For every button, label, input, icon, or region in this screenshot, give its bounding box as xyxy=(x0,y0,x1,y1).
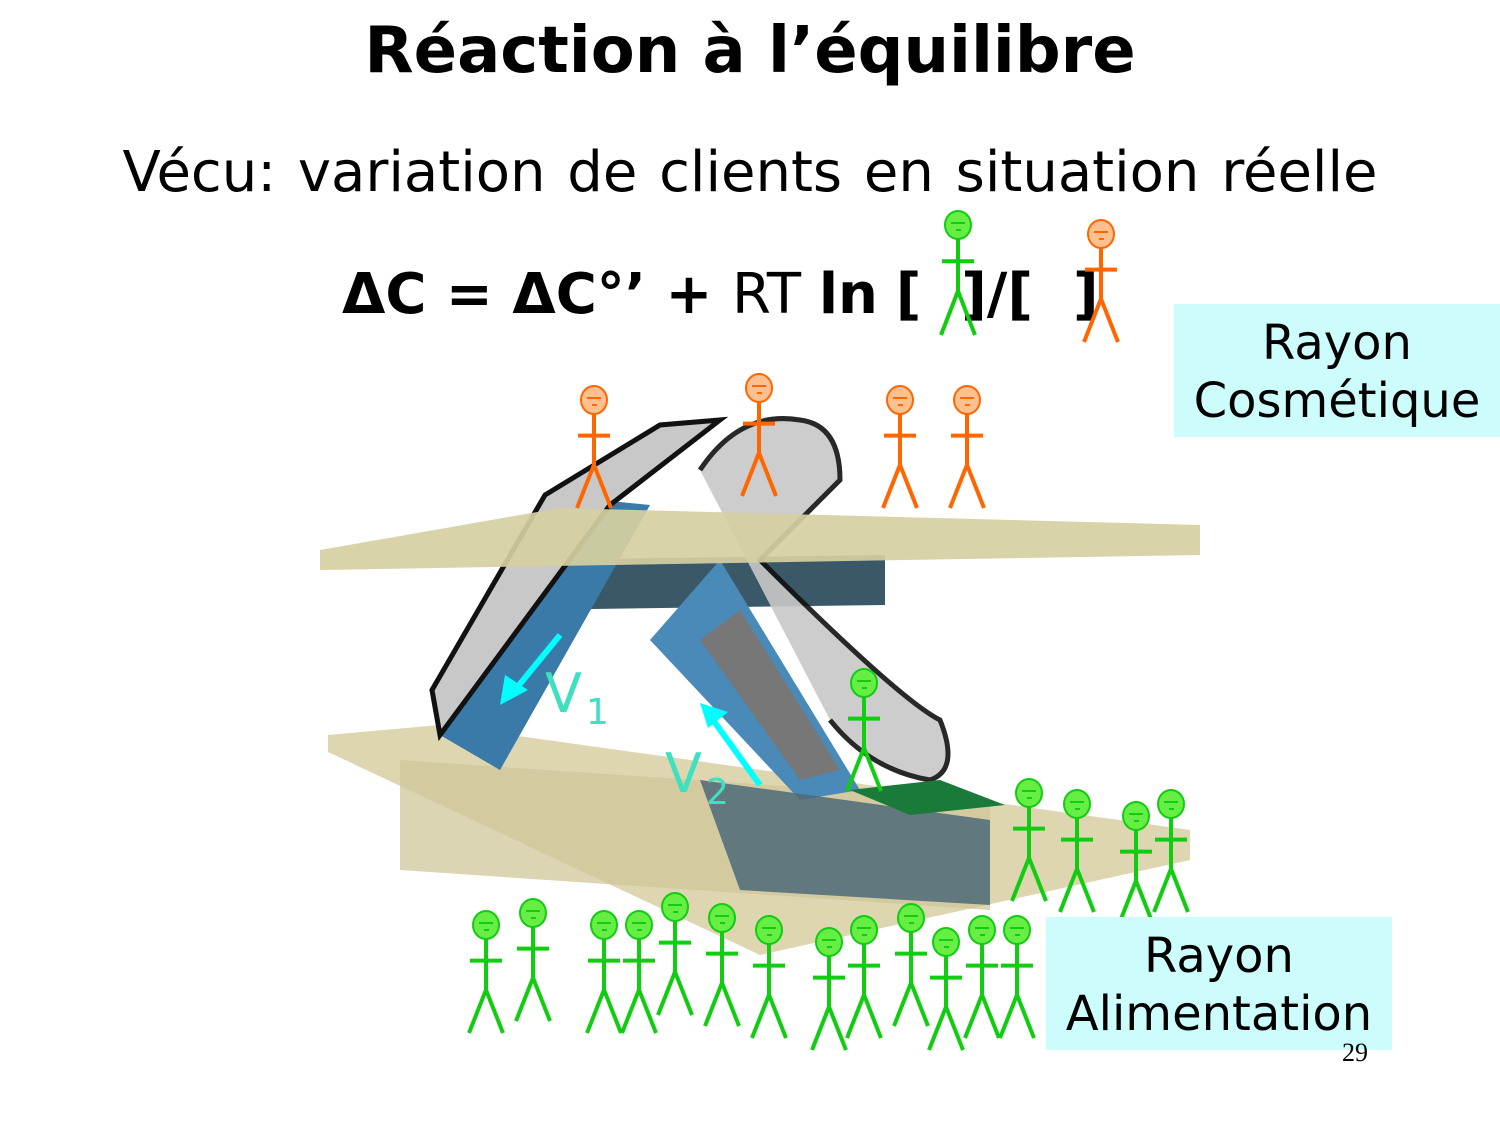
escalator-1 xyxy=(440,500,650,770)
orange-stick-figure-icon xyxy=(881,385,919,509)
arrow-v1 xyxy=(500,633,563,705)
landing-green xyxy=(850,780,1005,815)
arrow-v2 xyxy=(700,703,763,787)
label-v1: V xyxy=(545,662,582,725)
green-stick-figure-icon xyxy=(514,898,552,1022)
rayon-cosmetique-label: Rayon Cosmétique xyxy=(1174,304,1500,437)
orange-stick-figure-icon xyxy=(948,385,986,509)
green-stick-figure-icon xyxy=(998,915,1036,1039)
formula: ΔC = ΔC°’ + RT ln []/[] xyxy=(342,262,1099,327)
slide-subtitle: Vécu: variation de clients en situation … xyxy=(122,140,1378,205)
green-stick-figure-icon xyxy=(927,927,965,1051)
label-line: Rayon xyxy=(1262,315,1412,371)
orange-stick-figure-icon xyxy=(740,373,778,497)
label-line: Cosmétique xyxy=(1193,373,1481,429)
slide-title: Réaction à l’équilibre xyxy=(364,14,1136,88)
rayon-alimentation-label: Rayon Alimentation xyxy=(1046,917,1392,1050)
green-stick-figure-icon xyxy=(810,927,848,1051)
formula-delta-part: ΔC = ΔC°’ + xyxy=(342,262,732,327)
label-v1-sub: 1 xyxy=(586,692,609,733)
green-stick-figure-icon xyxy=(939,210,977,336)
green-stick-figure-icon xyxy=(1152,789,1190,913)
green-stick-figure-icon xyxy=(1010,778,1048,902)
formula-rt: RT xyxy=(731,262,819,327)
orange-stick-figure-icon xyxy=(575,385,613,509)
label-v2-sub: 2 xyxy=(706,772,729,813)
green-stick-figure-icon xyxy=(467,910,505,1034)
escalator-2-steps xyxy=(700,610,840,780)
green-stick-figure-icon xyxy=(585,910,623,1034)
escalator-1-glass xyxy=(429,416,729,742)
green-stick-figure-icon xyxy=(620,910,658,1034)
green-stick-figure-icon xyxy=(892,903,930,1027)
escalator-2-handrail xyxy=(697,416,951,783)
label-line: Rayon xyxy=(1144,928,1294,984)
green-stick-figure-icon xyxy=(845,915,883,1039)
formula-bracket-open: [ xyxy=(895,262,922,327)
label-v2: V xyxy=(665,742,702,805)
green-stick-figure-icon xyxy=(963,915,1001,1039)
formula-bracket-mid: ]/[ xyxy=(961,262,1033,327)
green-stick-figure-icon xyxy=(1117,801,1155,925)
green-stick-figure-icon xyxy=(1058,789,1096,913)
green-stick-figure-icon xyxy=(656,892,694,1016)
label-line: Alimentation xyxy=(1065,986,1373,1042)
green-stick-figure-icon xyxy=(703,903,741,1027)
orange-stick-figure-icon xyxy=(1082,219,1120,343)
upper-floor xyxy=(320,508,1200,570)
page-number: 29 xyxy=(1342,1038,1368,1067)
green-stick-figure-icon xyxy=(750,915,788,1039)
formula-ln: ln xyxy=(818,262,878,327)
green-stick-figure-icon xyxy=(845,668,883,792)
